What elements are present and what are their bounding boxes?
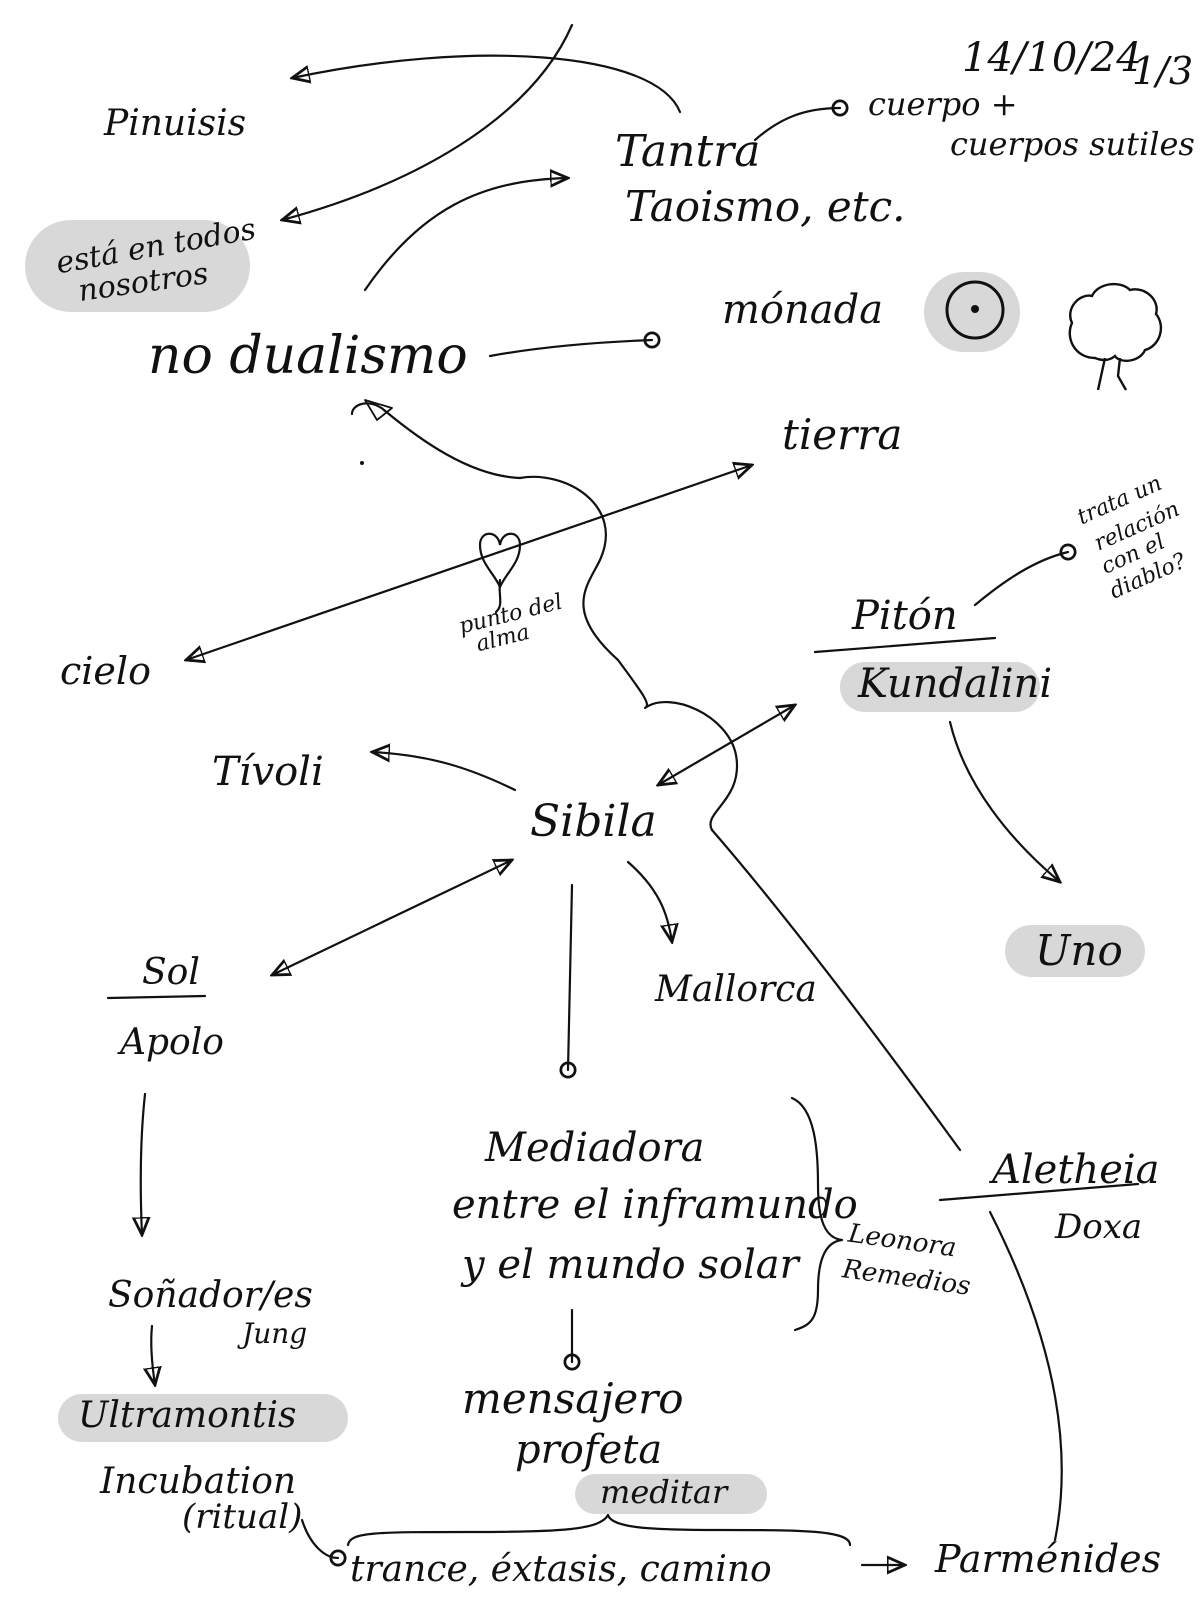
arrow-sibila-mallorca (626, 860, 672, 942)
node-mundo-solar: y el mundo solar (462, 1242, 799, 1288)
arrow-piton-trata (973, 543, 1077, 607)
arrow-sonadores-ultramontis (151, 1324, 155, 1385)
node-meditar: meditar (600, 1473, 728, 1511)
highlight-esta-en-todos (25, 220, 250, 312)
node-cuerpos-sutiles: cuerpos sutiles (950, 125, 1195, 163)
line-sol-apolo (106, 994, 207, 1000)
node-cielo: cielo (60, 649, 151, 693)
highlight-uno (1005, 925, 1145, 977)
arrow-top-esta-en-todos (282, 23, 574, 220)
date-label: 14/10/24 (962, 35, 1142, 81)
line-aletheia-parmenides (988, 1210, 1063, 1542)
arrow-kundalini-uno (948, 720, 1060, 882)
arrow-no-dualismo-tantra (363, 178, 568, 292)
line-sibila-aletheia (710, 828, 962, 1152)
node-no-dualismo: no dualismo (148, 326, 468, 386)
node-taoismo: Taoismo, etc. (625, 182, 906, 231)
node-tivoli: Tívoli (212, 749, 324, 795)
node-doxa: Doxa (1055, 1207, 1143, 1247)
node-entre-inframundo: entre el inframundo (452, 1182, 858, 1228)
node-mediadora: Mediadora (485, 1125, 705, 1171)
node-mensajero: mensajero (462, 1374, 684, 1423)
node-apolo: Apolo (120, 1022, 224, 1063)
node-sonadores: Soñador/es (108, 1275, 313, 1316)
arrow-apolo-sonadores (141, 1092, 145, 1235)
arrow-sibila-tivoli (372, 752, 517, 792)
node-ritual: (ritual) (182, 1497, 303, 1537)
arrow-ritual-trance (300, 1518, 347, 1567)
node-trance: trance, éxtasis, camino (350, 1549, 772, 1590)
node-jung: Jung (242, 1317, 308, 1350)
arrow-sibila-mediadora (559, 883, 577, 1079)
node-monada: mónada (722, 287, 884, 333)
heart-icon (478, 532, 522, 590)
node-tantra: Tantra (615, 126, 761, 177)
highlight-ultramontis (58, 1394, 348, 1442)
brace-leonora (790, 1096, 844, 1332)
line-piton-kundalini (813, 636, 997, 654)
highlight-kundalini (840, 662, 1040, 712)
node-ultramontis: Ultramontis (78, 1395, 297, 1436)
arrow-cielo-tierra (186, 465, 752, 660)
node-uno: Uno (1035, 926, 1123, 975)
node-mallorca: Mallorca (655, 969, 817, 1010)
arrow-no-dualismo-monada (488, 331, 661, 358)
tree-icon (1068, 282, 1163, 391)
node-profeta: profeta (515, 1427, 663, 1473)
node-pinuisis: Pinuisis (104, 103, 247, 144)
ink-dot (360, 461, 364, 465)
node-cuerpo: cuerpo + (868, 85, 1018, 123)
brace-trance (346, 1513, 852, 1547)
arrow-tantra-pinuisis (292, 54, 682, 114)
node-incubation: Incubation (100, 1461, 297, 1502)
arrow-sibila-piton (658, 705, 795, 785)
page-number: 1/3 (1132, 49, 1194, 93)
line-aletheia-doxa (938, 1182, 1140, 1202)
node-kundalini: Kundalini (858, 661, 1053, 707)
node-piton: Pitón (852, 593, 958, 639)
highlight-meditar (575, 1474, 767, 1514)
line-heart-punto (494, 578, 502, 614)
arrow-sibila-sol (272, 860, 512, 975)
arrowhead-no-dualismo (364, 399, 393, 421)
node-sol: Sol (142, 952, 200, 993)
arrow-tantra-cuerpo (753, 99, 849, 142)
monad-circle-icon (945, 280, 1005, 340)
node-tierra: tierra (782, 410, 903, 459)
node-parmenides: Parménides (935, 1537, 1162, 1581)
node-sibila: Sibila (530, 796, 657, 847)
node-aletheia: Aletheia (992, 1147, 1160, 1193)
